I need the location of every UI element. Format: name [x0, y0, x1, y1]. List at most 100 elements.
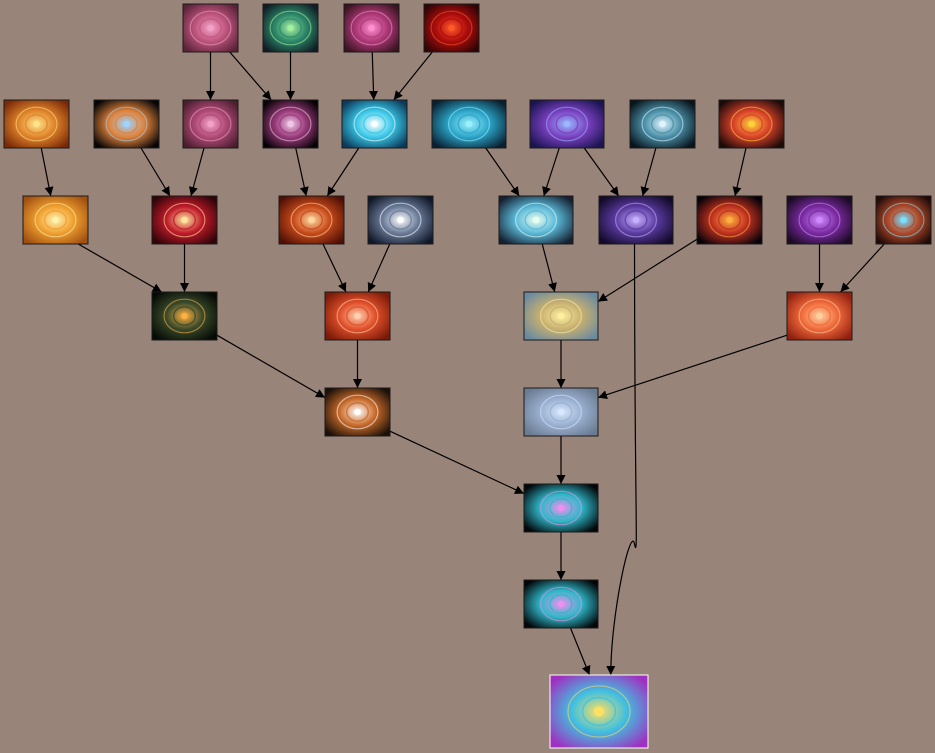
thumbnail-core	[632, 216, 640, 224]
thumbnail-core	[371, 120, 378, 128]
thumbnail-ring	[172, 306, 196, 326]
thumbnail-core	[726, 216, 733, 224]
thumbnail-ring	[581, 696, 617, 727]
thumbnail-node-e2[interactable]	[523, 387, 599, 437]
thumbnail-ring	[549, 594, 573, 614]
thumbnail-ring	[279, 18, 303, 38]
thumbnail-ring	[163, 202, 206, 238]
thumbnail-core	[659, 120, 666, 128]
edge-b7-to-c6	[583, 147, 620, 197]
thumbnail-ring	[114, 114, 138, 134]
thumbnail-ring	[346, 306, 370, 326]
thumbnail-node-a3[interactable]	[343, 3, 400, 53]
thumbnail-ring	[353, 106, 396, 142]
thumbnail-core	[123, 120, 130, 128]
thumbnail-ring	[545, 106, 588, 142]
thumbnail-ring	[798, 298, 841, 334]
thumbnail-core	[354, 312, 361, 320]
thumbnail-node-c2[interactable]	[151, 195, 218, 245]
thumbnail-node-b9[interactable]	[718, 99, 785, 149]
thumbnail-core	[287, 24, 294, 32]
thumbnail-node-b6[interactable]	[431, 99, 507, 149]
thumbnail-ring	[539, 586, 582, 622]
thumbnail-node-c8[interactable]	[786, 195, 853, 245]
edge-b1-to-c1	[40, 147, 54, 197]
edges-layer	[40, 51, 885, 676]
thumbnail-node-b4[interactable]	[262, 99, 319, 149]
thumbnail-core	[368, 24, 375, 32]
thumbnail-core	[397, 216, 404, 224]
thumbnail-ring	[730, 106, 773, 142]
thumbnail-node-c3[interactable]	[278, 195, 345, 245]
thumbnail-ring	[163, 298, 206, 334]
thumbnail-core	[465, 120, 473, 128]
thumbnail-node-b1[interactable]	[3, 99, 70, 149]
thumbnail-ring	[567, 685, 631, 738]
thumbnail-node-c9[interactable]	[875, 195, 932, 245]
edge-c6-to-h1	[606, 243, 637, 676]
thumbnail-ring	[524, 210, 548, 230]
thumbnail-ring	[269, 106, 312, 142]
thumbnail-ring	[440, 18, 464, 38]
thumbnail-node-a2[interactable]	[262, 3, 319, 53]
thumbnail-core	[448, 24, 455, 32]
thumbnail-ring	[798, 202, 841, 238]
thumbnail-ring	[44, 210, 68, 230]
edge-e1-to-f1	[389, 430, 525, 495]
edge-b5-to-c3	[326, 147, 360, 197]
thumbnail-node-g1[interactable]	[523, 579, 599, 629]
thumbnail-node-f1[interactable]	[523, 483, 599, 533]
thumbnail-node-b3[interactable]	[182, 99, 239, 149]
thumbnail-ring	[389, 210, 413, 230]
edge-b9-to-c7	[732, 147, 747, 197]
thumbnail-node-d3[interactable]	[523, 291, 599, 341]
thumbnail-core	[52, 216, 59, 224]
thumbnail-node-c1[interactable]	[22, 195, 89, 245]
thumbnail-node-b2[interactable]	[93, 99, 160, 149]
edge-b7-to-c5	[542, 147, 560, 197]
thumbnail-node-h1[interactable]	[549, 674, 649, 749]
thumbnail-ring	[430, 10, 473, 46]
thumbnail-node-d4[interactable]	[786, 291, 853, 341]
thumbnail-core	[207, 120, 214, 128]
thumbnail-core	[207, 24, 214, 32]
thumbnail-ring	[808, 306, 832, 326]
thumbnail-core	[900, 216, 907, 224]
edge-c9-to-d4	[840, 243, 885, 293]
thumbnail-ring	[363, 114, 387, 134]
thumbnail-ring	[379, 202, 422, 238]
nodes-layer	[3, 3, 932, 749]
thumbnail-ring	[346, 402, 370, 422]
thumbnail-ring	[549, 402, 573, 422]
edge-c7-to-d3	[597, 238, 698, 303]
thumbnail-ring	[198, 114, 222, 134]
thumbnail-core	[557, 408, 565, 416]
thumbnail-ring	[651, 114, 675, 134]
thumbnail-ring	[624, 210, 648, 230]
thumbnail-ring	[290, 202, 333, 238]
thumbnail-ring	[189, 106, 232, 142]
thumbnail-node-c4[interactable]	[367, 195, 434, 245]
thumbnail-core	[593, 706, 605, 717]
thumbnail-ring	[457, 114, 481, 134]
thumbnail-node-c7[interactable]	[696, 195, 763, 245]
thumbnail-ring	[34, 202, 77, 238]
thumbnail-core	[308, 216, 315, 224]
edge-b6-to-c5	[485, 147, 520, 197]
thumbnail-node-a1[interactable]	[182, 3, 239, 53]
thumbnail-node-b7[interactable]	[529, 99, 605, 149]
thumbnail-ring	[105, 106, 148, 142]
thumbnail-core	[33, 120, 40, 128]
thumbnail-node-b5[interactable]	[341, 99, 408, 149]
thumbnail-node-d1[interactable]	[151, 291, 218, 341]
thumbnail-node-c5[interactable]	[498, 195, 574, 245]
thumbnail-node-a4[interactable]	[423, 3, 480, 53]
thumbnail-node-b8[interactable]	[629, 99, 696, 149]
thumbnail-core	[181, 216, 188, 224]
thumbnail-node-c6[interactable]	[598, 195, 674, 245]
thumbnail-node-e1[interactable]	[324, 387, 391, 437]
thumbnail-ring	[300, 210, 324, 230]
thumbnail-node-d2[interactable]	[324, 291, 391, 341]
thumbnail-ring	[269, 10, 312, 46]
